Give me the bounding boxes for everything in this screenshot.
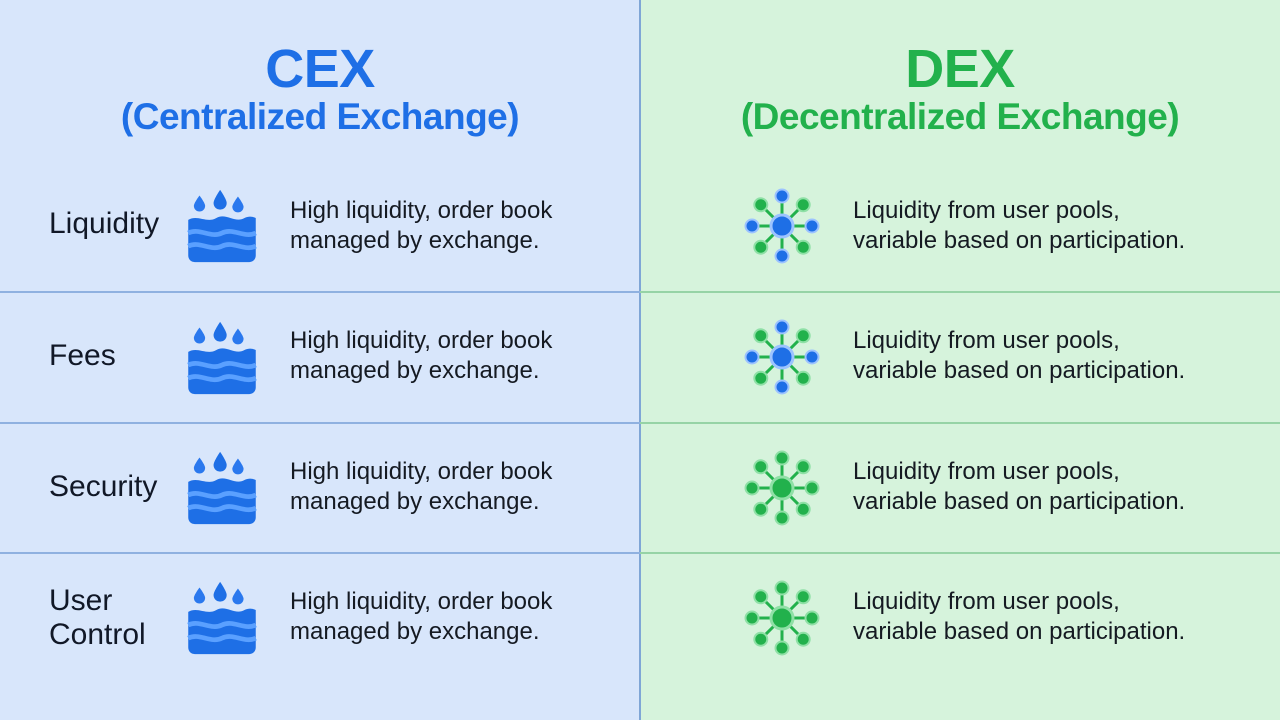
network-node <box>804 218 820 234</box>
cex-description: High liquidity, order book managed by ex… <box>290 197 553 254</box>
network-node <box>795 631 811 647</box>
network-node <box>795 328 811 344</box>
cex-subtitle: (Centralized Exchange) <box>120 96 520 137</box>
network-node <box>804 480 820 496</box>
network-node <box>753 197 769 213</box>
network-node <box>795 370 811 386</box>
cex-column <box>0 0 640 720</box>
network-node <box>753 370 769 386</box>
network-node <box>753 501 769 517</box>
network-node <box>795 501 811 517</box>
network-hub <box>769 213 795 239</box>
network-node <box>753 631 769 647</box>
network-node <box>774 450 790 466</box>
network-node <box>774 640 790 656</box>
network-node <box>753 589 769 605</box>
cex-description: High liquidity, order book managed by ex… <box>290 458 553 515</box>
row-label-fees: Fees <box>49 339 116 372</box>
network-hub <box>769 344 795 370</box>
network-node <box>744 480 760 496</box>
network-node <box>804 610 820 626</box>
cex-description: High liquidity, order book managed by ex… <box>290 327 553 384</box>
water-drops-icon <box>183 320 261 395</box>
network-node <box>804 349 820 365</box>
row-divider <box>640 552 1280 554</box>
water-drops-icon <box>183 580 261 655</box>
cex-description: High liquidity, order book managed by ex… <box>290 588 553 645</box>
network-node <box>774 188 790 204</box>
network-nodes-icon <box>744 580 820 656</box>
network-node <box>774 319 790 335</box>
dex-title: DEX <box>905 39 1015 99</box>
network-node <box>774 580 790 596</box>
network-nodes-icon <box>744 450 820 526</box>
row-label-security: Security <box>49 470 158 503</box>
dex-description: Liquidity from user pools, variable base… <box>853 458 1186 515</box>
row-divider <box>0 422 640 424</box>
network-node <box>753 239 769 255</box>
row-divider <box>0 552 640 554</box>
dex-description: Liquidity from user pools, variable base… <box>853 588 1186 645</box>
row-divider <box>640 422 1280 424</box>
network-node <box>744 349 760 365</box>
network-node <box>795 197 811 213</box>
network-node <box>774 510 790 526</box>
cex-title: CEX <box>265 39 375 99</box>
row-divider <box>0 291 640 293</box>
network-hub <box>769 605 795 631</box>
row-label-liquidity: Liquidity <box>49 207 160 240</box>
row-divider <box>640 291 1280 293</box>
network-node <box>753 328 769 344</box>
network-node <box>744 218 760 234</box>
network-node <box>795 589 811 605</box>
network-node <box>795 239 811 255</box>
column-divider <box>639 0 641 720</box>
water-drops-icon <box>183 188 261 263</box>
network-nodes-icon <box>744 319 820 395</box>
row-label-user-control: User Control <box>49 584 146 651</box>
network-hub <box>769 475 795 501</box>
network-node <box>753 459 769 475</box>
network-nodes-icon <box>744 188 820 264</box>
dex-description: Liquidity from user pools, variable base… <box>853 327 1186 384</box>
dex-subtitle: (Decentralized Exchange) <box>740 96 1180 137</box>
network-node <box>774 248 790 264</box>
network-node <box>774 379 790 395</box>
water-drops-icon <box>183 450 261 525</box>
dex-description: Liquidity from user pools, variable base… <box>853 197 1186 254</box>
network-node <box>795 459 811 475</box>
network-node <box>744 610 760 626</box>
